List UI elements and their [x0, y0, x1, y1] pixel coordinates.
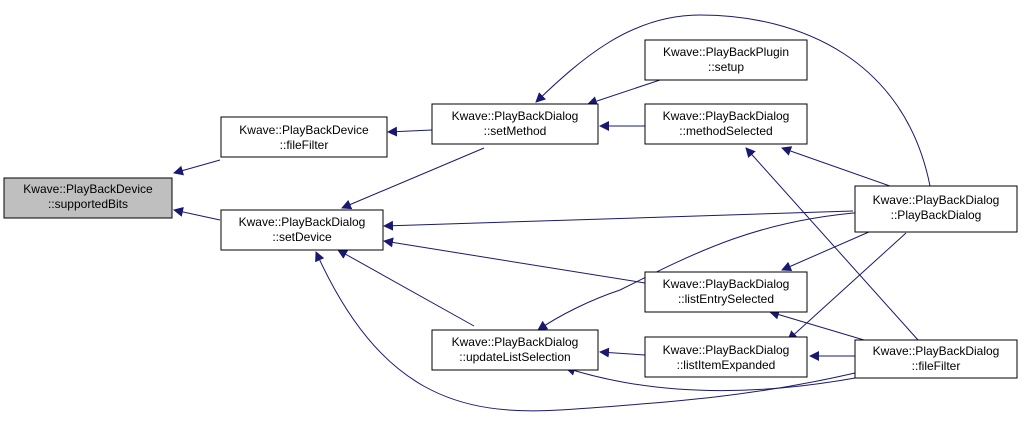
edge-ctor-to-listItemExpanded [787, 232, 907, 341]
edge-listEntrySelected-to-setDevice [383, 237, 646, 284]
edge-dlg-fileFilter-to-methodSelected [745, 147, 919, 341]
node-line1: Kwave::PlayBackDialog [452, 109, 579, 123]
node-playbackdialog-updatelistselection[interactable]: Kwave::PlayBackDialog ::updateListSelect… [431, 329, 599, 371]
node-line1: Kwave::PlayBackDialog [873, 193, 1000, 207]
node-line1: Kwave::PlayBackDialog [663, 109, 790, 123]
node-line2: ::fileFilter [912, 359, 961, 373]
node-line1: Kwave::PlayBackDialog [239, 215, 366, 229]
edge-setDevice-to-supportedBits [173, 207, 221, 221]
nodes-layer: Kwave::PlayBackDevice ::supportedBits Kw… [3, 39, 1018, 379]
node-line2: ::setMethod [484, 124, 547, 138]
edge-dlg-fileFilter-to-listEntrySelected [769, 309, 865, 341]
edge-setMethod-to-pbd-fileFilter [387, 126, 433, 137]
node-line1: Kwave::PlayBackDialog [663, 277, 790, 291]
node-playbackdialog-listitemexpanded[interactable]: Kwave::PlayBackDialog ::listItemExpanded [644, 336, 808, 378]
node-line1: Kwave::PlayBackDialog [873, 344, 1000, 358]
node-playbackplugin-setup[interactable]: Kwave::PlayBackPlugin ::setup [644, 39, 808, 81]
node-line1: Kwave::PlayBackDialog [663, 343, 790, 357]
node-line1: Kwave::PlayBackPlugin [663, 45, 789, 59]
node-line1: Kwave::PlayBackDevice [23, 182, 153, 196]
edge-dlg-fileFilter-to-setDevice [315, 251, 856, 412]
edge-updateListSelection-to-setDevice [337, 249, 475, 327]
edge-setMethod-to-setDevice [341, 147, 485, 210]
node-line1: Kwave::PlayBackDialog [452, 335, 579, 349]
node-line2: ::fileFilter [280, 138, 329, 152]
node-playbackdialog-setdevice[interactable]: Kwave::PlayBackDialog ::setDevice [220, 209, 384, 251]
edge-pbd-fileFilter-to-supportedBits [173, 159, 221, 176]
node-line2: ::listItemExpanded [677, 358, 776, 372]
edge-plugin-setup-to-setMethod [587, 79, 661, 106]
edge-listItemExpanded-to-updateListSelection [599, 347, 646, 358]
edge-ctor-to-listEntrySelected [781, 227, 879, 271]
node-playbackdevice-filefilter[interactable]: Kwave::PlayBackDevice ::fileFilter [220, 116, 388, 158]
node-line2: ::listEntrySelected [678, 292, 774, 306]
node-line2: ::supportedBits [48, 197, 128, 211]
node-playbackdevice-supportedbits[interactable]: Kwave::PlayBackDevice ::supportedBits [3, 177, 173, 219]
node-playbackdialog-listentryselected[interactable]: Kwave::PlayBackDialog ::listEntrySelecte… [644, 271, 808, 313]
node-line2: ::setDevice [272, 230, 332, 244]
node-line1: Kwave::PlayBackDevice [239, 123, 369, 137]
edge-ctor-to-setDevice [383, 210, 854, 231]
node-line2: ::methodSelected [679, 124, 772, 138]
node-line2: ::setup [708, 60, 744, 74]
edge-dlg-fileFilter-to-updateListSelection [565, 365, 856, 392]
node-line2: ::updateListSelection [459, 350, 570, 364]
edge-ctor-to-setMethod [535, 14, 931, 187]
edge-ctor-to-methodSelected [781, 146, 891, 187]
node-playbackdialog-setmethod[interactable]: Kwave::PlayBackDialog ::setMethod [431, 103, 599, 145]
node-line2: ::PlayBackDialog [891, 208, 982, 222]
node-playbackdialog-filefilter[interactable]: Kwave::PlayBackDialog ::fileFilter [854, 339, 1018, 379]
node-playbackdialog-methodselected[interactable]: Kwave::PlayBackDialog ::methodSelected [644, 103, 808, 145]
node-playbackdialog-playbackdialog[interactable]: Kwave::PlayBackDialog ::PlayBackDialog [854, 185, 1018, 233]
